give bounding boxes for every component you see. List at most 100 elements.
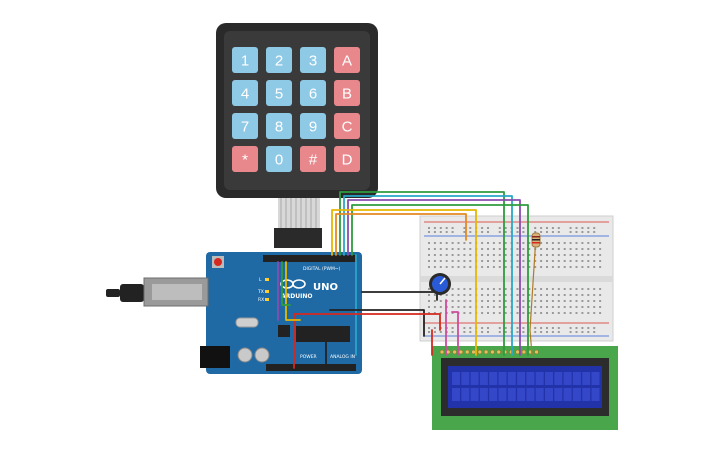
wire-green-2[interactable]	[351, 204, 529, 356]
resistor-lead[interactable]	[529, 235, 537, 356]
wire-green-keypad[interactable]	[281, 261, 291, 306]
usb-plug[interactable]	[120, 284, 144, 302]
key-4[interactable]: 4	[232, 80, 258, 106]
key-2[interactable]: 2	[266, 47, 292, 73]
key-label: C	[342, 119, 353, 136]
lcd-pin[interactable]	[471, 349, 476, 355]
key-7[interactable]: 7	[232, 113, 258, 139]
key-5[interactable]: 5	[266, 80, 292, 106]
wire-purple[interactable]	[347, 199, 521, 356]
key-9[interactable]: 9	[300, 113, 326, 139]
atmega-chip	[296, 326, 350, 342]
digital-header	[263, 255, 357, 262]
wire-cyan[interactable]	[343, 195, 513, 356]
key-1[interactable]: 1	[232, 47, 258, 73]
arduino-uno[interactable]: ARDUINO UNO DIGITAL (PWM~) ANALOG IN POW…	[106, 252, 362, 374]
lcd-pin[interactable]	[477, 349, 483, 355]
wire-pink-2[interactable]	[451, 311, 459, 356]
key-label: 8	[275, 119, 283, 136]
wire-red-5v[interactable]	[293, 313, 441, 331]
wires[interactable]	[277, 191, 537, 369]
key-label: 2	[275, 53, 283, 70]
reset-button-cap[interactable]	[214, 258, 222, 266]
lcd-char-cell	[498, 388, 507, 401]
wire-green-1[interactable]	[339, 191, 505, 356]
led-tx-label: TX	[257, 289, 264, 295]
lcd-char-cell	[498, 372, 507, 385]
wire-orange[interactable]	[335, 213, 467, 256]
key-label: 6	[309, 86, 317, 103]
key-A[interactable]: A	[334, 47, 360, 73]
lcd-pin[interactable]	[452, 349, 457, 355]
key-label: B	[342, 86, 352, 103]
lcd-pin[interactable]	[439, 349, 445, 355]
arduino-brand-label: ARDUINO	[281, 293, 312, 300]
key-label: A	[342, 53, 352, 70]
wire-yellow[interactable]	[331, 209, 477, 356]
wire-yellow-keypad[interactable]	[285, 261, 301, 321]
key-label: 9	[309, 119, 317, 136]
lcd-pin[interactable]	[521, 349, 527, 355]
lcd-char-cell	[461, 372, 470, 385]
lcd-pin[interactable]	[483, 349, 489, 355]
key-6[interactable]: 6	[300, 80, 326, 106]
potentiometer[interactable]	[429, 273, 451, 295]
lcd-pin[interactable]	[458, 349, 464, 355]
lcd-char-cell	[507, 372, 516, 385]
lcd-char-cell	[535, 372, 544, 385]
key-#[interactable]: #	[300, 146, 326, 172]
breadboard[interactable]	[419, 215, 614, 342]
power-jack	[200, 346, 230, 368]
lcd-char-cell	[470, 388, 479, 401]
lcd-char-cell	[507, 388, 516, 401]
keypad-ribbon	[278, 198, 320, 228]
keypad-face	[224, 31, 370, 190]
capacitor-1	[237, 347, 253, 363]
lcd-char-cell	[582, 388, 591, 401]
lcd-pin[interactable]	[515, 349, 520, 355]
lcd-char-cell	[572, 372, 581, 385]
key-0[interactable]: 0	[266, 146, 292, 172]
arduino-logo-icon	[280, 279, 306, 289]
lcd-pin[interactable]	[534, 349, 539, 355]
lcd-char-cell	[479, 372, 488, 385]
key-8[interactable]: 8	[266, 113, 292, 139]
key-label: 0	[275, 152, 283, 169]
key-label: D	[342, 152, 353, 169]
lcd-pin[interactable]	[490, 349, 495, 355]
lcd-char-cell	[582, 372, 591, 385]
wire-black-gnd[interactable]	[329, 309, 425, 337]
key-C[interactable]: C	[334, 113, 360, 139]
resistor[interactable]	[531, 232, 541, 248]
lcd-char-cell	[517, 372, 526, 385]
key-3[interactable]: 3	[300, 47, 326, 73]
lcd-char-cell	[554, 388, 563, 401]
capacitor-2	[254, 347, 270, 363]
lcd-char-cell	[563, 388, 572, 401]
lcd-16x2[interactable]	[432, 346, 618, 430]
arduino-model-label: UNO	[313, 282, 338, 293]
lcd-char-cell	[489, 388, 498, 401]
key-label: 5	[275, 86, 283, 103]
lcd-char-cell	[591, 372, 600, 385]
key-label: 7	[241, 119, 249, 136]
lcd-pin[interactable]	[496, 349, 501, 355]
lcd-char-cell	[517, 388, 526, 401]
key-*[interactable]: *	[232, 146, 258, 172]
keypad-header-connector	[274, 228, 322, 248]
lcd-pin[interactable]	[464, 349, 470, 355]
key-B[interactable]: B	[334, 80, 360, 106]
arduino-board	[206, 252, 362, 374]
key-label: #	[309, 152, 318, 169]
key-label: 3	[309, 53, 317, 70]
analog-header-label: ANALOG IN	[330, 354, 355, 360]
crystal	[235, 317, 259, 328]
key-D[interactable]: D	[334, 146, 360, 172]
led-l	[265, 278, 269, 281]
led-tx	[265, 290, 269, 293]
lcd-char-cell	[452, 372, 460, 385]
lcd-char-cell	[526, 372, 535, 385]
lcd-char-cell	[479, 388, 488, 401]
